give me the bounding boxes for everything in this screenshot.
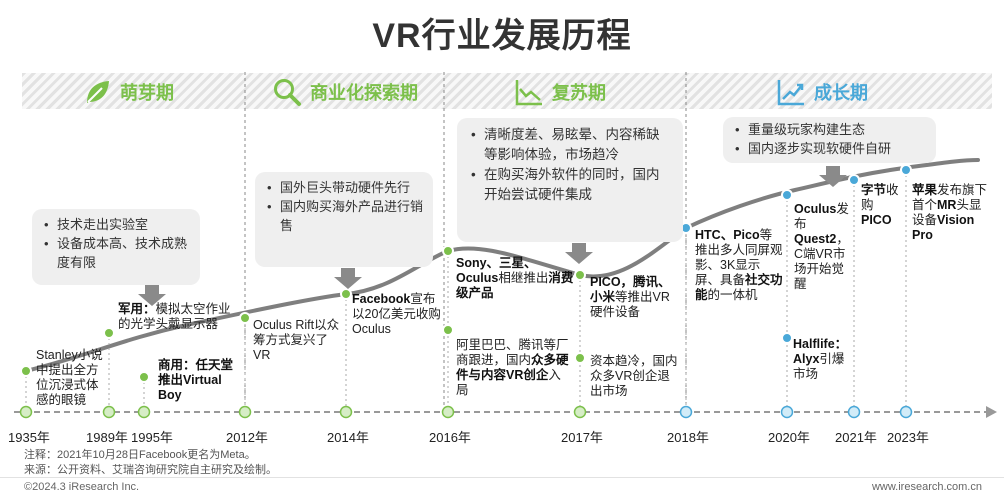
year-marker (238, 405, 252, 419)
phase-box-explore: 国外巨头带动硬件先行 国内购买海外产品进行销售 (255, 172, 433, 267)
phase-explore: 商业化探索期 (272, 77, 418, 107)
year-label: 2016年 (429, 430, 471, 445)
event-marker (138, 371, 150, 383)
down-arrow (819, 166, 847, 187)
year-marker (573, 405, 587, 419)
event-marker (442, 245, 454, 257)
event-alibaba: 阿里巴巴、腾讯等厂商跟进，国内众多硬件与内容VR创企入局 (456, 338, 569, 397)
box-item: 国内购买海外产品进行销售 (265, 197, 423, 235)
event-bytedance: 字节收购PICO (861, 183, 899, 227)
footer-divider (0, 477, 1004, 478)
phase-sprout: 萌芽期 (82, 77, 174, 107)
source-text: 来源：公开资料、艾瑞咨询研究院自主研究及绘制。 (24, 464, 277, 476)
event-military: 军用：模拟太空作业的光学头戴显示器 (118, 302, 231, 331)
magnifier-icon (272, 77, 302, 107)
year-label: 2017年 (561, 430, 603, 445)
year-label: 2012年 (226, 430, 268, 445)
event-marker (574, 269, 586, 281)
year-marker (19, 405, 33, 419)
event-marker (848, 174, 860, 186)
box-item: 国外巨头带动硬件先行 (265, 178, 423, 197)
phase-band (22, 73, 992, 109)
year-marker (899, 405, 913, 419)
phase-box-sprout: 技术走出实验室 设备成本高、技术成熟度有限 (32, 209, 200, 285)
phase-label: 萌芽期 (120, 83, 174, 103)
website-link[interactable]: www.iresearch.com.cn (871, 481, 982, 493)
event-marker (103, 327, 115, 339)
down-arrow (138, 285, 166, 306)
event-htc: HTC、Pico等推出多人同屏观影、3K显示屏、具备社交功能的一体机 (695, 228, 783, 302)
leaf-icon (82, 77, 112, 107)
phase-growth: 成长期 (776, 77, 868, 107)
axis-markers (19, 405, 913, 419)
year-marker (102, 405, 116, 419)
year-marker (679, 405, 693, 419)
phase-box-recovery: 清晰度差、易眩晕、内容稀缺等影响体验，市场趋冷 在购买海外软件的同时，国内开始尝… (457, 118, 683, 242)
event-marker (239, 312, 251, 324)
growth-chart-icon (776, 77, 806, 107)
year-label: 1995年 (131, 430, 173, 445)
year-label: 1989年 (86, 430, 128, 445)
event-marker (20, 365, 32, 377)
event-pico: PICO，腾讯、小米等推出VR硬件设备 (590, 275, 671, 319)
event-apple: 苹果发布旗下首个MR头显设备Vision Pro (912, 183, 988, 242)
down-arrow (565, 243, 593, 264)
event-capital: 资本趋冷，国内众多VR创企退出市场 (590, 354, 678, 398)
year-marker (339, 405, 353, 419)
year-label: 2018年 (667, 430, 709, 445)
year-marker (847, 405, 861, 419)
year-label: 2023年 (887, 430, 929, 445)
down-arrow (334, 268, 362, 289)
event-marker (340, 288, 352, 300)
curve-markers (20, 164, 912, 383)
year-label: 2020年 (768, 430, 810, 445)
event-marker (442, 324, 454, 336)
box-item: 设备成本高、技术成熟度有限 (42, 234, 190, 272)
year-marker (780, 405, 794, 419)
year-label: 1935年 (8, 430, 50, 445)
phase-label: 商业化探索期 (310, 83, 418, 103)
phase-label: 复苏期 (552, 83, 606, 103)
year-marker (441, 405, 455, 419)
note-text: 注释：2021年10月28日Facebook更名为Meta。 (24, 449, 256, 461)
phase-label: 成长期 (814, 83, 868, 103)
year-label: 2014年 (327, 430, 369, 445)
box-item: 国内逐步实现软硬件自研 (733, 139, 926, 158)
event-marker (781, 332, 793, 344)
event-alyx: Halflife：Alyx引爆市场 (793, 337, 848, 381)
event-marker (574, 352, 586, 364)
event-stanley: Stanley小说中提出全方位沉浸式体感的眼镜 (36, 348, 103, 407)
phase-recovery: 复苏期 (514, 77, 606, 107)
event-facebook: Facebook宣布以20亿美元收购Oculus (352, 292, 441, 336)
event-marker (781, 189, 793, 201)
event-virtual-boy: 商用：任天堂推出Virtual Boy (158, 358, 234, 402)
year-label: 2021年 (835, 430, 877, 445)
event-quest2: Oculus发布Quest2，C端VR市场开始觉醒 (794, 202, 849, 291)
box-item: 清晰度差、易眩晕、内容稀缺等影响体验，市场趋冷 (469, 125, 671, 165)
axis-arrow (986, 406, 997, 418)
box-item: 在购买海外软件的同时，国内开始尝试硬件集成 (469, 165, 671, 205)
event-sony: Sony、三星、Oculus相继推出消费级产品 (456, 256, 574, 300)
phase-box-growth: 重量级玩家构建生态 国内逐步实现软硬件自研 (723, 117, 936, 163)
event-oculus-rift: Oculus Rift以众筹方式复兴了VR (253, 318, 340, 362)
box-item: 技术走出实验室 (42, 215, 190, 234)
event-marker (900, 164, 912, 176)
chart-icon (514, 77, 544, 107)
page-title: VR行业发展历程 (372, 17, 632, 55)
box-item: 重量级玩家构建生态 (733, 120, 926, 139)
year-marker (137, 405, 151, 419)
copyright: ©2024.3 iResearch Inc. (24, 481, 140, 493)
